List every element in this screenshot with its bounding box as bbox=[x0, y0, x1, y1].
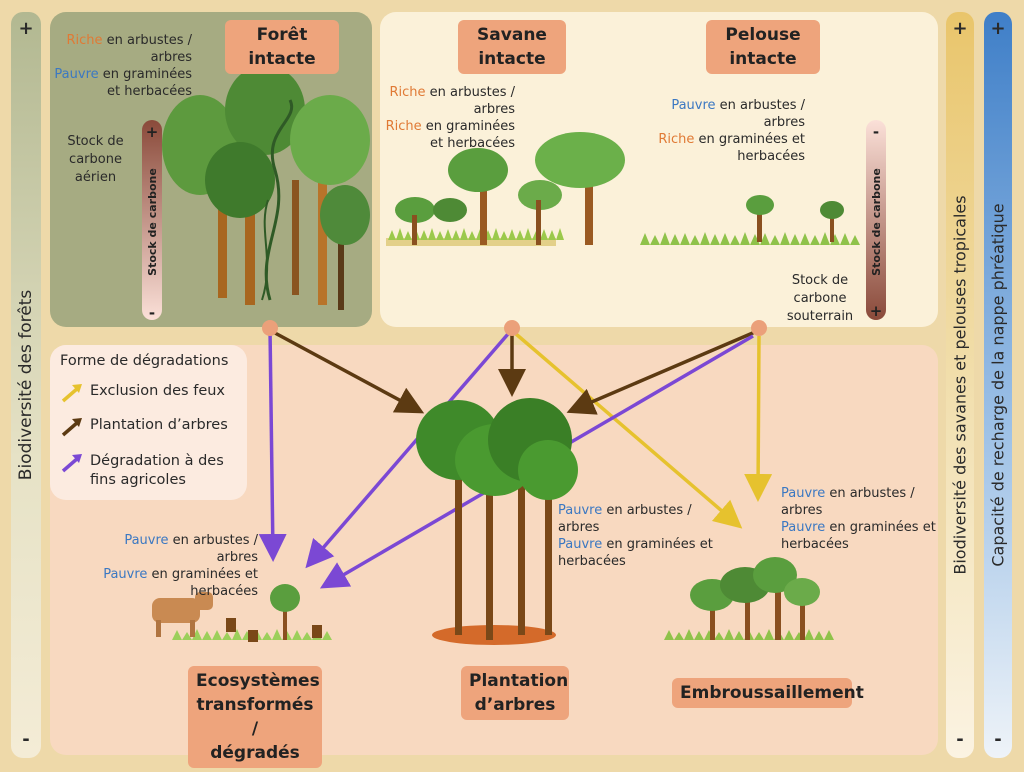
grassland-illustration bbox=[640, 195, 860, 245]
arrow-forest-to-plantation bbox=[274, 331, 425, 414]
grassland-description: Pauvre en arbustes / arbres Riche en gra… bbox=[658, 98, 805, 164]
degraded-title: Ecosystèmes transformés / dégradés bbox=[188, 666, 322, 768]
legend-arrows bbox=[61, 384, 82, 473]
legend-tree-planting-arrow bbox=[61, 420, 80, 437]
gauge-plus: + bbox=[146, 123, 159, 141]
aerial-carbon-gauge: + - Stock de carbone bbox=[142, 120, 162, 322]
arrow-savanna-to-encroachment bbox=[514, 332, 743, 529]
forest-node bbox=[262, 320, 278, 336]
encroachment-title: Embroussaillement bbox=[672, 678, 864, 708]
grassland-node bbox=[751, 320, 767, 336]
groundwater-recharge-axis: + Capacité de recharge de la nappe phréa… bbox=[984, 12, 1012, 758]
legend-item-agri-degradation: Dégradation à des fins agricoles bbox=[90, 453, 224, 488]
gauge-plus: + bbox=[870, 302, 883, 320]
plantation-title: Plantation d’arbres bbox=[461, 666, 569, 720]
forest-title: Forêt intacte bbox=[225, 20, 339, 74]
gauge-minus: - bbox=[149, 304, 155, 322]
plantation-trees-illustration bbox=[416, 398, 578, 645]
arrow-forest-to-degraded bbox=[258, 327, 287, 562]
legend-item-tree-planting: Plantation d’arbres bbox=[90, 417, 228, 433]
legend-fire-exclusion-arrow bbox=[61, 386, 80, 403]
legend: Forme de dégradations Exclusion des feux… bbox=[50, 345, 247, 500]
arrow-grassland-to-plantation bbox=[566, 330, 756, 415]
legend-item-fire-exclusion: Exclusion des feux bbox=[90, 383, 226, 399]
gauge-label: Stock de carbone bbox=[870, 168, 883, 276]
axis-minus: - bbox=[22, 729, 30, 750]
grassland-title: Pelouse intacte bbox=[706, 20, 820, 74]
forest-biodiversity-axis: + Biodiversité des forêts - bbox=[11, 12, 41, 758]
axis-plus: + bbox=[952, 18, 968, 39]
savanna-trees-illustration bbox=[386, 132, 625, 246]
aerial-carbon-label: Stock de carbone aérien bbox=[67, 134, 124, 185]
belowground-carbon-gauge: - + Stock de carbone bbox=[866, 120, 886, 320]
savanna-description: Riche en arbustes / arbres Riche en gram… bbox=[385, 85, 515, 151]
arrow-grassland-to-encroachment bbox=[744, 335, 773, 502]
forest-description: Riche en arbustes / arbres Pauvre en gra… bbox=[54, 33, 192, 99]
axis-plus: + bbox=[990, 18, 1006, 39]
cow-illustration bbox=[152, 592, 213, 637]
plantation-description: Pauvre en arbustes / arbres Pauvre en gr… bbox=[558, 503, 713, 569]
axis-minus: - bbox=[956, 729, 964, 750]
forest-trees-illustration bbox=[162, 65, 370, 310]
legend-title: Forme de dégradations bbox=[60, 353, 229, 369]
degraded-ecosystem-illustration bbox=[152, 584, 332, 642]
encroachment-illustration bbox=[664, 557, 834, 640]
axis-plus: + bbox=[18, 18, 34, 39]
savanna-title: Savane intacte bbox=[458, 20, 566, 74]
arrow-savanna-to-degraded bbox=[305, 332, 510, 569]
savanna-biodiversity-axis: + Biodiversité des savanes et pelouses t… bbox=[946, 12, 974, 758]
savanna-node bbox=[504, 320, 520, 336]
gauge-label: Stock de carbone bbox=[146, 168, 159, 276]
gauge-minus: - bbox=[873, 123, 879, 141]
axis-minus: - bbox=[994, 729, 1002, 750]
legend-agri-degradation-arrow bbox=[61, 456, 80, 473]
encroachment-description: Pauvre en arbustes / arbres Pauvre en gr… bbox=[781, 486, 936, 552]
belowground-carbon-label: Stock de carbone souterrain bbox=[786, 273, 854, 324]
degraded-description: Pauvre en arbustes / arbres Pauvre en gr… bbox=[103, 533, 258, 599]
